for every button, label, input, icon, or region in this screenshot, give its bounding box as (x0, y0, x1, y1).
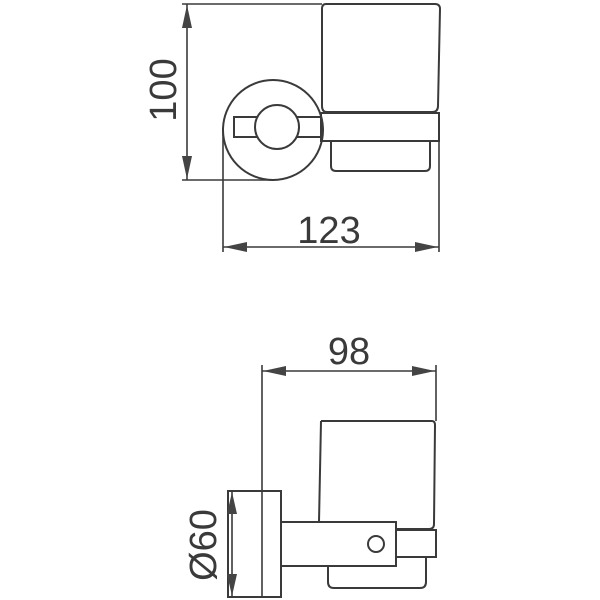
arrow-up-icon (227, 492, 237, 514)
side-cup-upper (321, 420, 437, 530)
dimension-width-label: 123 (297, 210, 360, 252)
arrow-down-icon (182, 156, 192, 179)
wall-plate (227, 490, 282, 598)
dimension-height: 100 (143, 4, 192, 180)
arrow-right-icon (415, 242, 438, 252)
dimension-depth-label: 98 (328, 331, 370, 373)
cup-lower (330, 141, 431, 172)
centre-boss (254, 104, 300, 150)
arrow-down-icon (227, 574, 237, 596)
screw-hole (367, 535, 385, 553)
dimension-width: 123 (223, 210, 439, 252)
cup-upper (321, 3, 442, 113)
side-holder-band (395, 529, 437, 558)
dimension-diameter-label: Ø60 (183, 509, 225, 581)
arrow-left-icon (263, 366, 286, 376)
side-cup-left-edge (318, 420, 322, 523)
side-arm (280, 521, 397, 567)
front-view: 100 123 (143, 3, 442, 252)
side-view: 98 Ø60 (183, 331, 437, 598)
dimension-depth: 98 (262, 331, 436, 376)
side-cup-lower (327, 557, 427, 589)
arrow-right-icon (412, 366, 435, 376)
dimension-diameter: Ø60 (183, 491, 237, 597)
holder-band (320, 112, 440, 142)
arrow-left-icon (224, 242, 247, 252)
dimension-height-label: 100 (143, 58, 185, 121)
arrow-up-icon (182, 5, 192, 28)
